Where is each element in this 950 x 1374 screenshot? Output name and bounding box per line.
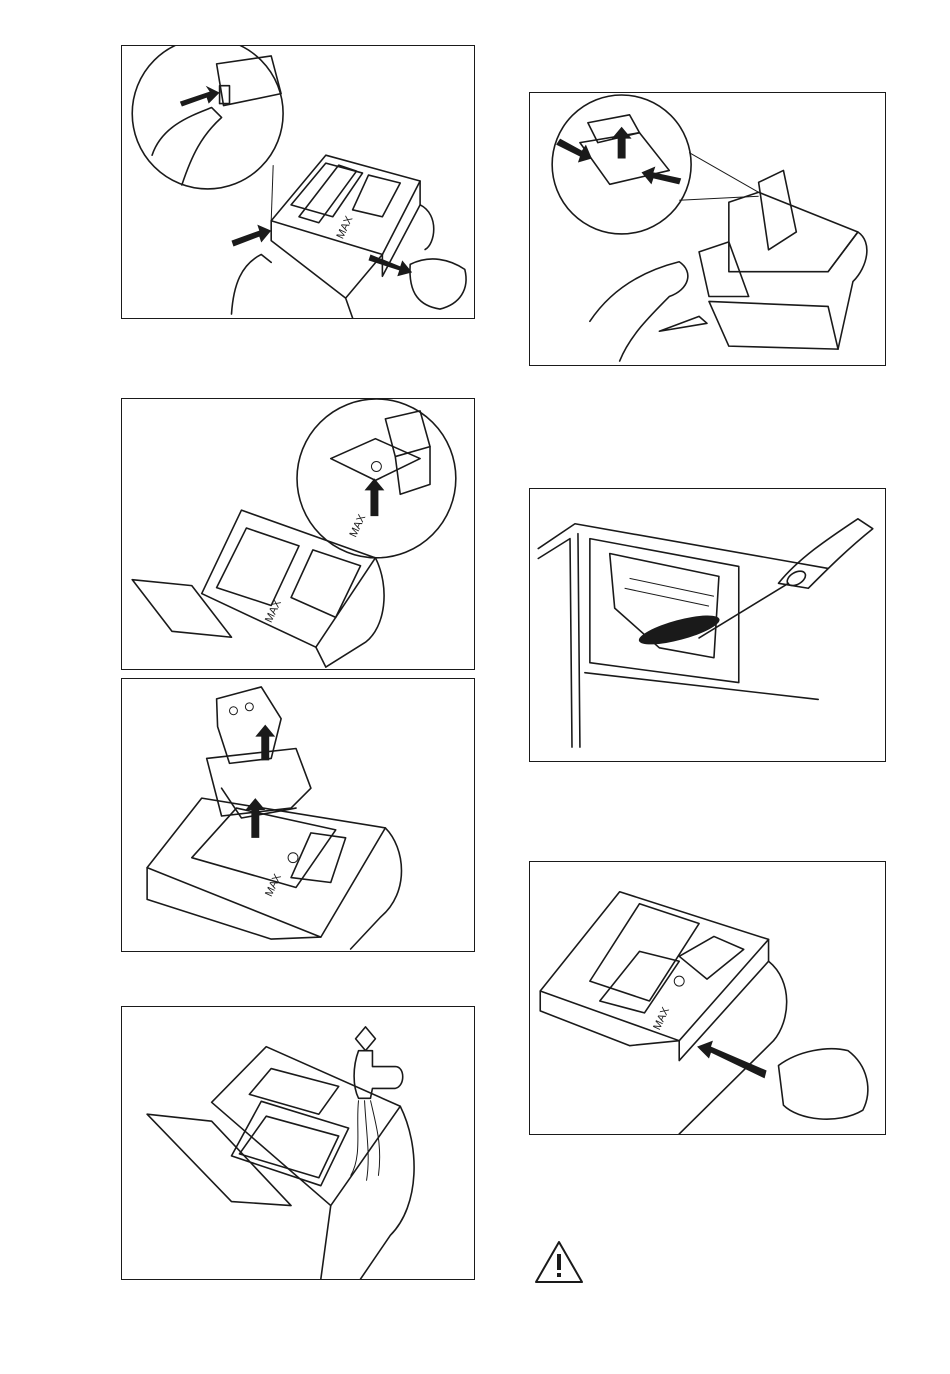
tap xyxy=(354,1051,403,1099)
pushing-hand xyxy=(778,1049,867,1119)
arrow-up xyxy=(365,478,385,516)
figure-2-drawing: MAX MAX xyxy=(122,399,474,669)
figure-4-rinse-drawer xyxy=(121,1006,475,1280)
arrow-press-right xyxy=(641,166,681,184)
figure-7-insert-dispenser: MAX xyxy=(529,861,886,1135)
figure-4-drawing xyxy=(122,1007,474,1279)
figure-2-lift-flap: MAX MAX xyxy=(121,398,475,670)
softener-compartment xyxy=(679,936,744,979)
drawer-lid xyxy=(147,1114,291,1205)
hand-with-cloth xyxy=(590,262,688,361)
pulling-hand xyxy=(410,259,466,309)
zoom-circle xyxy=(132,46,283,189)
arrow-press xyxy=(180,86,220,107)
arrow-push xyxy=(697,1041,766,1079)
figure-6-brush-recess xyxy=(529,488,886,762)
drawer-max-label: MAX xyxy=(263,872,284,899)
drawer-max-label: MAX xyxy=(335,214,356,241)
snowflake-icon xyxy=(288,853,298,863)
figure-5-clean-flap xyxy=(529,92,886,366)
snowflake-icon xyxy=(371,462,381,472)
drawer-max-label: MAX xyxy=(651,1005,672,1032)
figure-3-remove-inserts: MAX xyxy=(121,678,475,952)
arrow-up-bottom xyxy=(245,798,265,838)
drawer-top xyxy=(147,798,385,937)
figure-3-drawing: MAX xyxy=(122,679,474,951)
figure-1-drawing: MAX xyxy=(122,46,474,318)
machine-top-edge xyxy=(538,524,828,569)
snowflake-icon xyxy=(674,976,684,986)
warning-triangle-icon xyxy=(533,1239,585,1285)
hand-with-brush xyxy=(778,519,872,588)
figure-7-drawing: MAX xyxy=(530,862,885,1134)
arrow-press-lower xyxy=(231,225,271,247)
figure-5-drawing xyxy=(530,93,885,365)
tap-handle xyxy=(356,1027,376,1051)
arrow-up xyxy=(612,127,632,159)
figure-1-remove-dispenser: MAX xyxy=(121,45,475,319)
zoom-circle xyxy=(297,399,456,558)
brush-handle xyxy=(699,583,788,638)
flap-raised xyxy=(759,170,797,249)
open-compartment xyxy=(231,1101,348,1185)
flap xyxy=(385,411,430,457)
brush-bristles xyxy=(636,610,722,651)
drawer-top xyxy=(729,192,858,271)
figure-6-drawing xyxy=(530,489,885,761)
drawer-max-label: MAX xyxy=(263,597,284,624)
arrow-pull xyxy=(368,254,412,276)
drawer-top xyxy=(212,1047,401,1206)
svg-text:MAX: MAX xyxy=(347,512,368,539)
